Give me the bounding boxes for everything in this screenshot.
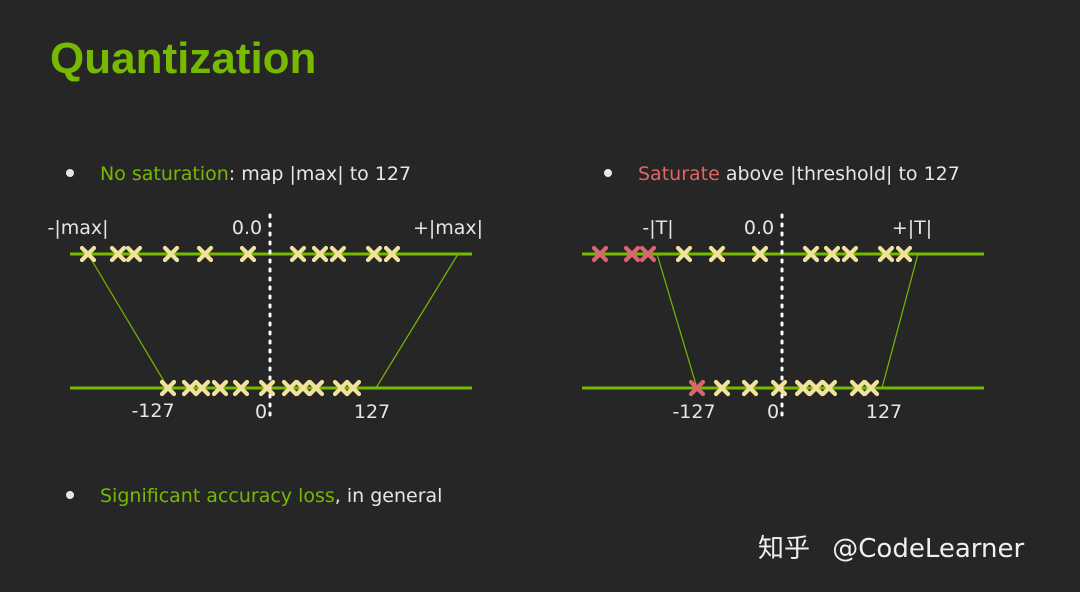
label-neg-max: -|max| [47, 217, 108, 239]
watermark: 知乎 @CodeLearner [758, 528, 1024, 565]
bullet-dot [66, 490, 74, 499]
mapping-line-neg [656, 253, 698, 389]
label-neg-127: -127 [672, 401, 715, 423]
bullet-dot [604, 168, 612, 177]
label-pos-threshold: +|T| [892, 217, 932, 239]
bullet-saturate: Saturate above |threshold| to 127 [604, 163, 960, 185]
label-neg-127: -127 [131, 400, 174, 422]
slide-title: Quantization [50, 34, 317, 83]
diagram-no-saturation: -|max| 0.0 +|max| -127 0 127 [47, 213, 483, 423]
bullet-text: , in general [334, 485, 443, 507]
watermark-site: 知乎 [758, 534, 811, 564]
mapping-line-neg [87, 253, 169, 389]
bullet-highlight: Saturate [638, 163, 720, 185]
diagram-saturate: -|T| 0.0 +|T| -127 0 127 [582, 213, 984, 423]
label-zero-float: 0.0 [232, 217, 262, 239]
bullet-highlight: No saturation [100, 163, 229, 185]
bullet-dot [66, 168, 74, 177]
bullet-text: : map |max| to 127 [228, 163, 412, 185]
bullet-highlight: Significant accuracy loss [100, 485, 335, 507]
bullet-no-saturation: No saturation: map |max| to 127 [66, 163, 411, 185]
label-pos-max: +|max| [413, 217, 483, 239]
mapping-line-pos [881, 253, 919, 389]
label-pos-127: 127 [866, 401, 902, 423]
label-zero-int: 0 [255, 401, 267, 423]
label-zero-float: 0.0 [744, 217, 774, 239]
mapping-line-pos [375, 253, 459, 389]
bullet-text: above |threshold| to 127 [719, 163, 960, 185]
watermark-handle: @CodeLearner [832, 534, 1025, 564]
label-neg-threshold: -|T| [642, 217, 673, 239]
label-pos-127: 127 [354, 401, 390, 423]
label-zero-int: 0 [767, 401, 779, 423]
bullet-accuracy-loss: Significant accuracy loss, in general [66, 485, 442, 507]
